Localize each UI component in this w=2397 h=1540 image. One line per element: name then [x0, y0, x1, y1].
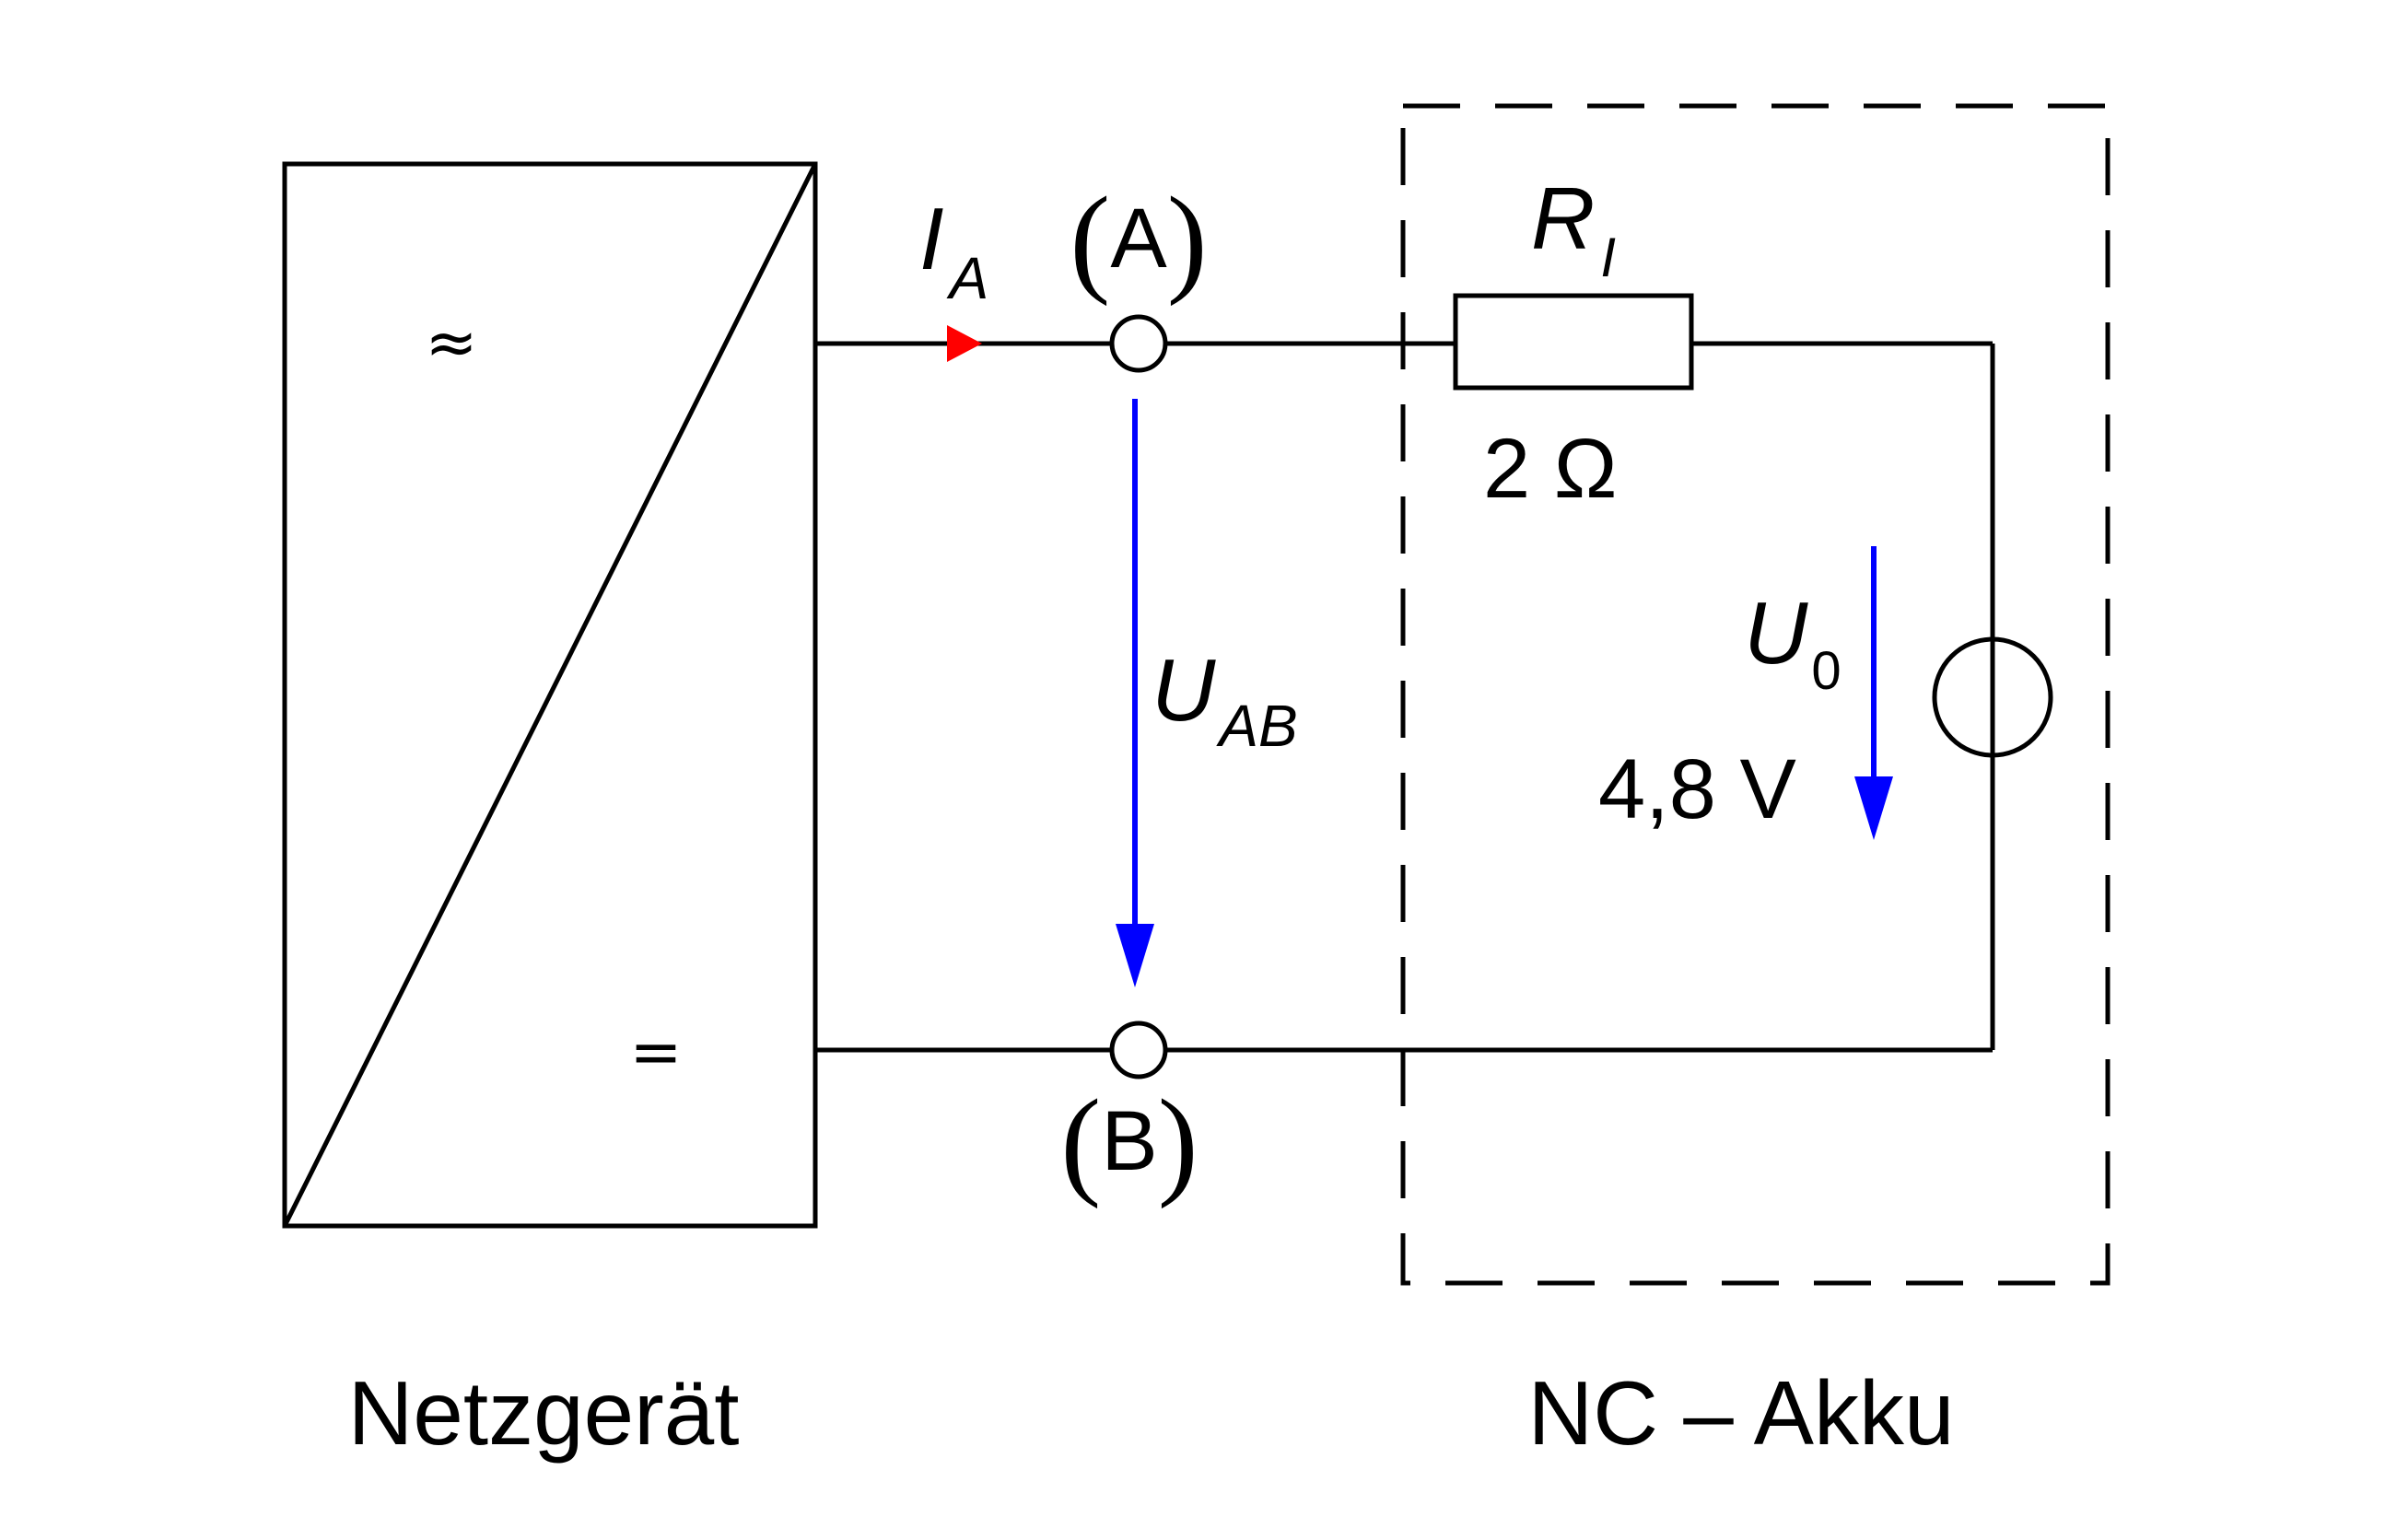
power-supply-diagonal — [282, 162, 818, 1228]
battery-boundary — [1400, 103, 2111, 1286]
voltage-ab-label-subscript: AB — [1215, 693, 1297, 759]
source-voltage-arrow-head — [1854, 776, 1893, 840]
power-supply-block: ≈ = — [282, 161, 818, 1229]
source-voltage-arrow — [1854, 546, 1893, 840]
ac-symbol: ≈ — [426, 307, 478, 379]
source-voltage-label: U0 — [1744, 584, 1842, 701]
voltage-ab-arrow-head — [1116, 924, 1154, 987]
power-supply-box — [282, 161, 818, 1229]
voltage-ab-label: UAB — [1152, 641, 1298, 759]
current-label: IA — [919, 190, 988, 311]
internal-resistor — [1453, 293, 1694, 391]
power-supply-label: Netzgerät — [348, 1362, 740, 1464]
wires — [815, 341, 1995, 1053]
dc-symbol: = — [630, 1016, 683, 1089]
terminal-a — [1109, 314, 1168, 373]
resistor-value: 2 Ω — [1483, 422, 1618, 516]
current-label-subscript: A — [946, 245, 989, 311]
source-value: 4,8 V — [1598, 742, 1796, 836]
terminal-b — [1109, 1021, 1168, 1079]
resistor-label-subscript: I — [1600, 227, 1616, 288]
battery-label: NC – Akku — [1528, 1362, 1955, 1464]
source-voltage-label-subscript: 0 — [1811, 641, 1841, 701]
current-arrow — [947, 325, 982, 362]
node-b-label: (B) — [1060, 1074, 1198, 1209]
node-a-label: (A) — [1070, 171, 1207, 307]
voltage-ab-arrow — [1116, 399, 1154, 987]
